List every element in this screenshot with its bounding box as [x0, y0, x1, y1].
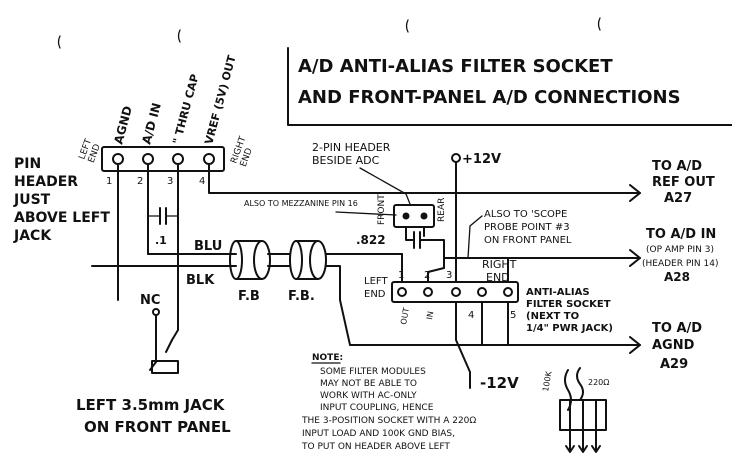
margin-mark: [597, 17, 601, 31]
socket-num-5: 5: [510, 310, 516, 321]
title-line-2: AND FRONT-PANEL A/D CONNECTIONS: [298, 87, 681, 108]
title-block: A/D ANTI-ALIAS FILTER SOCKET AND FRONT-P…: [287, 47, 732, 126]
note-heading: NOTE:: [312, 353, 343, 363]
pin-number-1: 1: [106, 176, 112, 187]
pin-name-agnd: AGND: [111, 104, 135, 145]
header-pin-2: [142, 153, 154, 165]
pin-name-thru-cap: " THRU CAP: [170, 73, 201, 146]
svg-text:TO A/D IN: TO A/D IN: [646, 227, 716, 242]
socket-num-4: 4: [468, 310, 474, 321]
title-line-1: A/D ANTI-ALIAS FILTER SOCKET: [298, 56, 613, 77]
header-body: [101, 146, 225, 172]
header-pin-3: [172, 153, 184, 165]
blk-to-agnd: [325, 265, 641, 346]
note-text: SOME FILTER MODULES MAY NOT BE ABLE TO W…: [301, 367, 479, 452]
filter-socket: LEFT END RIGHT END 1 2 3 4 5 OUT IN ANTI…: [364, 258, 614, 334]
ad-in-arrow: [629, 249, 641, 267]
bead-link-wires: [267, 253, 291, 267]
socket-pin-1: [397, 287, 407, 297]
socket-pin-out-label: OUT: [399, 307, 411, 325]
resistor-220-label: 220Ω: [588, 378, 609, 387]
jack-label-2: ON FRONT PANEL: [84, 418, 231, 436]
socket-pin-5: [503, 287, 513, 297]
socket-pin2-wire: [427, 267, 445, 283]
wire-label-blk: BLK: [186, 273, 215, 288]
socket-pin-4: [477, 287, 487, 297]
margin-mark: [405, 19, 409, 33]
pin-number-4: 4: [199, 176, 205, 187]
output-ref-out: TO A/D REF OUT A27: [629, 159, 719, 206]
minus12-wire: [455, 301, 471, 389]
pin-header-label: PIN HEADER JUST ABOVE LEFT JACK: [13, 156, 115, 244]
socket-label: ANTI-ALIAS FILTER SOCKET (NEXT TO 1/4" P…: [526, 287, 614, 334]
header-pin-1: [112, 153, 124, 165]
header-pin-4: [203, 153, 215, 165]
header-wires: .1: [91, 164, 641, 341]
socket-sketch: 100K 220Ω: [541, 367, 609, 453]
jack-section: NC LEFT 3.5mm JACK ON FRONT PANEL: [76, 293, 231, 436]
margin-mark: [177, 29, 181, 43]
pin-number-2: 2: [137, 176, 143, 187]
socket-body: [391, 281, 519, 303]
cap-lead-a: [405, 226, 415, 241]
pin-name-ad-in: A/D IN: [139, 101, 163, 146]
ferrite-bead-2: F.B.: [288, 240, 327, 304]
header-right-end: RIGHT END: [229, 132, 258, 168]
output-ad-in: TO A/D IN (OP AMP PIN 3) (HEADER PIN 14)…: [642, 227, 719, 284]
two-pin-header: 2-PIN HEADER BESIDE ADC FRONT REAR ALSO …: [244, 141, 447, 228]
margin-mark: [57, 35, 61, 49]
socket-pin-in-label: IN: [425, 311, 435, 321]
scope-note: ALSO TO 'SCOPE PROBE POINT #3 ON FRONT P…: [467, 209, 573, 259]
output-agnd: TO A/D AGND A29: [629, 321, 707, 372]
socket-right-end: RIGHT END: [482, 258, 520, 284]
svg-text:ALSO TO 'SCOPE PROBE POI: ALSO TO 'SCOPE PROBE POINT #3 ON FRONT P…: [484, 209, 573, 246]
jack-label-1: LEFT 3.5mm JACK: [76, 396, 226, 414]
wire-label-blu: BLU: [194, 239, 222, 254]
svg-text:TO A/D REF OUT A27: TO A/D REF OUT A27: [652, 159, 719, 206]
mezzanine-note: ALSO TO MEZZANINE PIN 16: [244, 199, 358, 208]
socket-num-1: 1: [398, 270, 404, 281]
pin-number-3: 3: [167, 176, 173, 187]
nc-label: NC: [140, 293, 160, 308]
socket-pin-3: [451, 287, 461, 297]
resistor-100k-label: 100K: [541, 370, 554, 393]
plus12-label: +12V: [462, 152, 501, 167]
pin-header: PIN HEADER JUST ABOVE LEFT JACK LEFT END…: [13, 53, 258, 244]
svg-text:(HEADER PIN 14): (HEADER PIN 14): [642, 259, 719, 269]
supply-plus12: +12V: [451, 152, 501, 283]
socket-left-end: LEFT END: [364, 276, 391, 300]
svg-text:TO A/D AGND A29: TO A/D AGND A29: [652, 321, 707, 372]
cap-lead-b: [419, 239, 445, 269]
header-left-end: LEFT END: [77, 135, 104, 164]
cap-822-label: .822: [356, 233, 386, 247]
two-pin-rear: REAR: [437, 198, 447, 222]
note-block: NOTE: SOME FILTER MODULES MAY NOT BE ABL…: [301, 353, 479, 452]
svg-text:A28: A28: [664, 270, 690, 284]
pin-name-vref: VREF (5V) OUT: [202, 53, 238, 145]
svg-text:(OP AMP PIN 3): (OP AMP PIN 3): [646, 245, 714, 255]
fb2-label: F.B.: [288, 289, 315, 304]
two-pin-front: FRONT: [377, 194, 387, 225]
socket-pin-2: [423, 287, 433, 297]
two-pin-header-label: 2-PIN HEADER BESIDE ADC: [312, 141, 394, 167]
minus12-label: -12V: [480, 374, 519, 392]
header-cap-label: .1: [155, 234, 167, 247]
socket-num-3: 3: [446, 270, 452, 281]
fb1-label: F.B: [238, 289, 260, 304]
ferrite-bead-1: F.B: [229, 240, 271, 304]
